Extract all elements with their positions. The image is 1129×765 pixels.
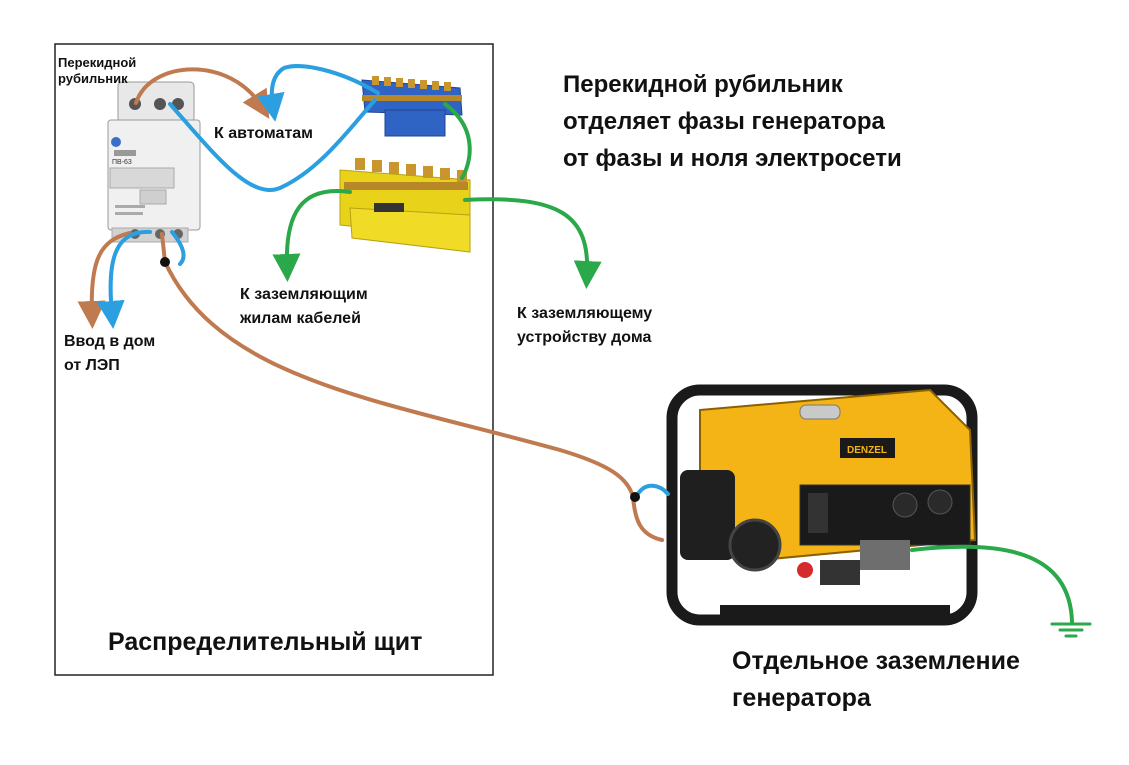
junction-dot-generator	[630, 492, 640, 502]
ground-wire-bus-link	[443, 102, 472, 180]
to-house-ground-line-2: устройству дома	[517, 329, 652, 346]
brand-text: DENZEL	[847, 445, 887, 456]
neutral-wire-to-breakers	[256, 64, 380, 122]
explanation-line-3: от фазы и ноля электросети	[563, 145, 902, 172]
neutral-wire-house-input	[96, 229, 152, 329]
neutral-busbar	[361, 76, 463, 137]
generator-ground-line-2: генератора	[732, 684, 871, 712]
neutral-wire-switch-to-bus	[168, 98, 377, 192]
ground-busbar	[339, 158, 471, 253]
phase-wire-to-breakers	[134, 67, 270, 119]
house-input-label: Ввод в дом от ЛЭП	[64, 330, 155, 378]
distribution-panel-frame	[54, 43, 494, 676]
explanation-line-1: Перекидной рубильник	[563, 71, 843, 98]
house-input-line-1: Ввод в дом	[64, 333, 156, 350]
phase-wires	[77, 67, 664, 542]
generator: DENZEL	[666, 384, 978, 626]
to-ground-wires-line-2: жилам кабелей	[240, 310, 361, 327]
to-ground-wires-line-1: К заземляющим	[240, 286, 368, 303]
explanation-line-2: отделяет фазы генератора	[563, 108, 885, 135]
ground-symbol-icon	[1050, 622, 1092, 638]
switch-model-text: ПВ-63	[112, 159, 132, 166]
generator-ground-wire	[910, 544, 1074, 624]
neutral-wire-switch-lower	[170, 230, 186, 266]
phase-wire-to-generator	[160, 232, 664, 542]
ground-wires	[272, 102, 1074, 624]
to-breakers-label: К автоматам	[214, 125, 314, 142]
to-house-ground-line-1: К заземляющему	[517, 305, 653, 322]
transfer-switch-label-line-2: рубильник	[58, 71, 128, 86]
junction-dot-panel	[160, 257, 170, 267]
generator-ground-line-1: Отдельное заземление	[732, 647, 1020, 675]
ground-wire-to-cables	[272, 189, 352, 282]
to-ground-wires-label: К заземляющим жилам кабелей	[240, 283, 368, 331]
to-house-ground-label: К заземляющему устройству дома	[517, 302, 652, 350]
explanation-text: Перекидной рубильник отделяет фазы генер…	[563, 66, 902, 177]
transfer-switch-label: Перекидной рубильник	[58, 55, 136, 87]
generator-ground-label: Отдельное заземление генератора	[732, 643, 1020, 717]
house-input-line-2: от ЛЭП	[64, 357, 120, 374]
neutral-wire-to-generator	[634, 483, 670, 499]
ground-wire-to-house	[463, 197, 602, 289]
transfer-switch-label-line-1: Перекидной	[58, 55, 137, 70]
transfer-switch-device: ПВ-63	[107, 81, 201, 243]
panel-title: Распределительный щит	[108, 628, 423, 656]
phase-wire-house-input	[77, 231, 132, 329]
